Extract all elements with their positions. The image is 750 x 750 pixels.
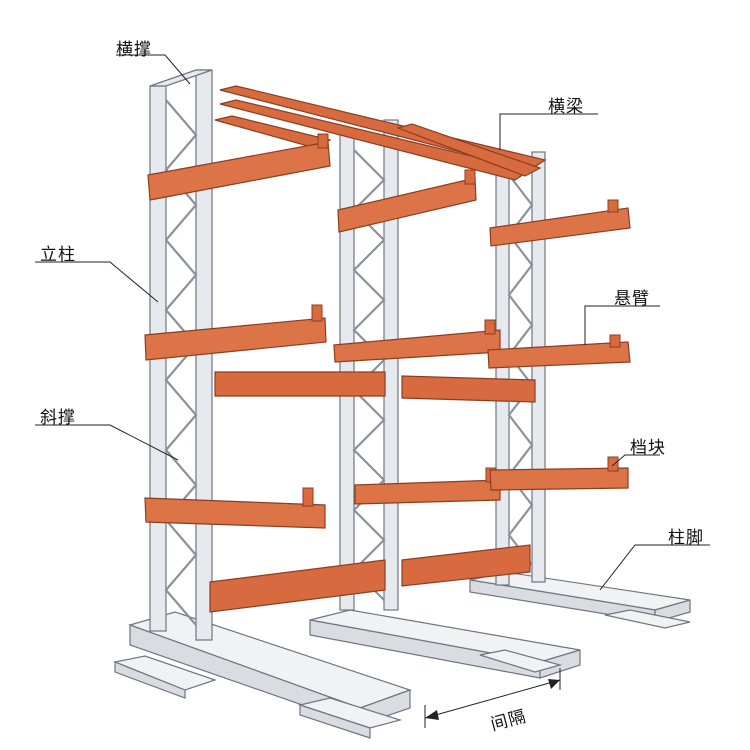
arms-right (487, 199, 631, 491)
label-crossbeam: 横梁 (548, 97, 584, 117)
top-crossbeams (214, 85, 547, 181)
column-feet (112, 571, 691, 739)
arms-left (144, 133, 331, 529)
upright-middle (339, 119, 399, 611)
middle-crossbeams (209, 371, 536, 613)
label-bracing-top: 横撑 (116, 40, 152, 60)
arms-middle (333, 169, 501, 505)
label-stopper: 档块 (630, 438, 666, 458)
label-upright: 立柱 (40, 245, 76, 265)
upright-back-right (495, 151, 546, 586)
label-diagonal-brace: 斜撑 (40, 408, 76, 428)
label-base-foot: 柱脚 (668, 528, 704, 548)
leader-lines (35, 54, 710, 728)
label-arm: 悬臂 (614, 289, 650, 309)
